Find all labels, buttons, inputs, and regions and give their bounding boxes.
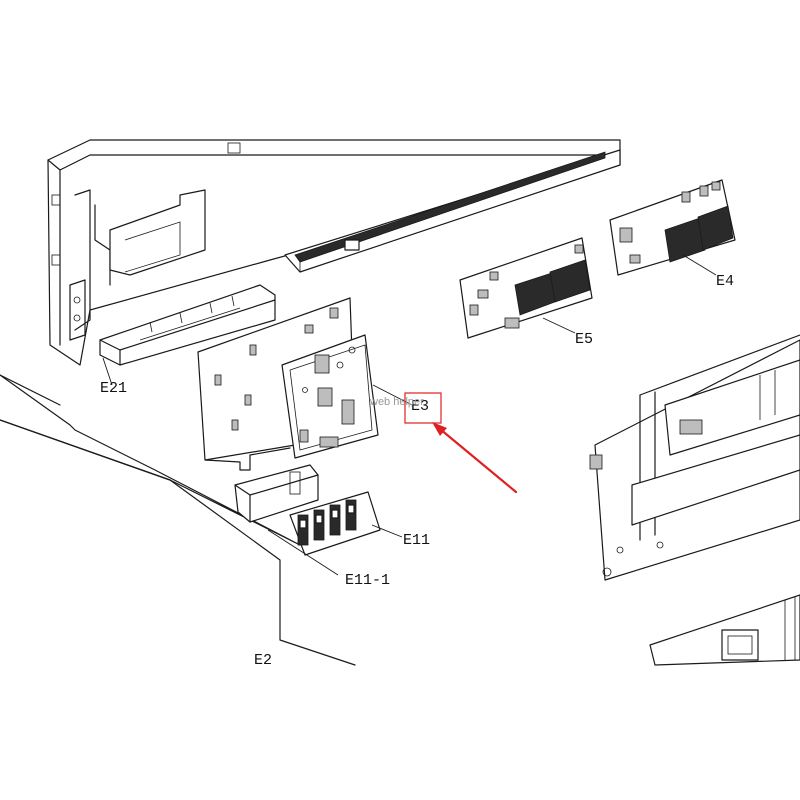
highlight-box xyxy=(404,392,442,424)
callout-e11-1: E11-1 xyxy=(345,572,390,589)
top-grille-rail xyxy=(284,149,621,273)
callout-e2: E2 xyxy=(254,652,272,669)
callout-e3: E3 xyxy=(411,398,429,415)
main-board-e3 xyxy=(197,297,379,471)
terminal-cover-e11-1 xyxy=(234,464,319,523)
board-e4 xyxy=(609,179,736,276)
callout-labels: E21 E3 E4 E5 E11 E11-1 E2 xyxy=(100,273,734,669)
callout-e21: E21 xyxy=(100,380,127,397)
highlight-arrow-shaft xyxy=(438,427,518,494)
board-components xyxy=(214,307,339,431)
lower-panel xyxy=(649,594,800,666)
terminal-block-e11 xyxy=(289,491,381,556)
control-panel-frame xyxy=(589,334,800,581)
assembly-boundary xyxy=(0,374,356,666)
highlight-annotation xyxy=(404,392,518,494)
board-e5 xyxy=(459,237,593,339)
callout-e5: E5 xyxy=(575,331,593,348)
callout-e4: E4 xyxy=(716,273,734,290)
callout-e11: E11 xyxy=(403,532,430,549)
bracket-e21 xyxy=(99,284,276,366)
watermark-text: web helper xyxy=(369,396,424,408)
highlight-arrow-head-icon xyxy=(432,422,447,436)
